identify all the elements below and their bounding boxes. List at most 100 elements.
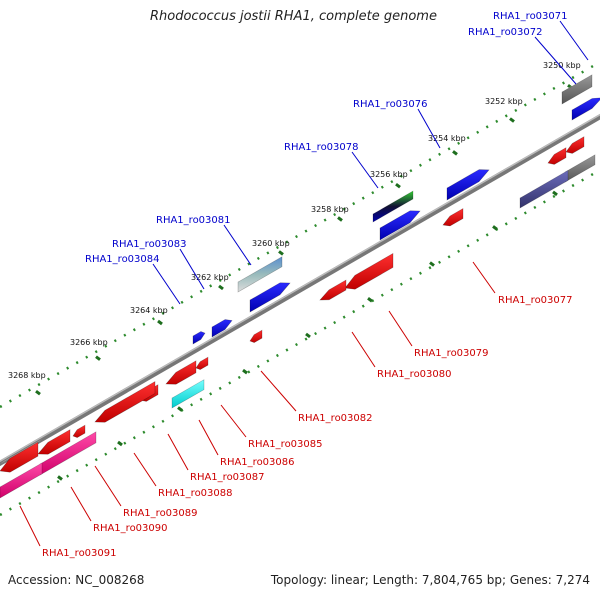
leader-line — [167, 433, 189, 471]
leader-line — [19, 505, 41, 547]
major-tick — [117, 440, 123, 447]
leader-line — [388, 310, 413, 347]
gene-arrow-reverse — [344, 250, 397, 290]
leader-line — [534, 36, 577, 85]
gene-label-reverse: RHA1_ro03085 — [248, 439, 323, 450]
gene-arrow-forward — [192, 328, 206, 345]
gene-arrow-reverse — [547, 144, 570, 165]
ruler-label: 3260 kbp — [252, 239, 290, 248]
gene-label-forward: RHA1_ro03078 — [284, 142, 359, 153]
major-tick — [305, 332, 311, 339]
scale-ticks — [35, 84, 573, 481]
ruler-label: 3268 kbp — [8, 371, 46, 380]
ruler-label: 3266 kbp — [70, 338, 108, 347]
major-tick — [35, 389, 41, 396]
gene-arrow-reverse — [565, 133, 588, 154]
major-tick — [509, 117, 515, 123]
major-tick — [157, 319, 163, 326]
topology-text: Topology: linear; Length: 7,804,765 bp; … — [270, 573, 590, 587]
major-tick — [57, 475, 63, 481]
ruler-labels: 3250 kbp 3252 kbp 3254 kbp 3256 kbp 3258 kbp… — [8, 61, 581, 380]
leader-line — [94, 465, 122, 507]
major-tick — [242, 368, 248, 375]
leader-line — [70, 486, 92, 522]
major-tick — [218, 284, 224, 291]
leader-line — [152, 263, 181, 305]
major-tick — [452, 150, 458, 156]
gene-label-forward: RHA1_ro03084 — [85, 254, 160, 265]
gene-label-reverse: RHA1_ro03086 — [220, 457, 295, 468]
accession-text: Accession: NC_008268 — [8, 573, 145, 587]
gene-label-reverse: RHA1_ro03077 — [498, 295, 573, 306]
ruler-label: 3254 kbp — [428, 134, 466, 143]
ruler-label: 3262 kbp — [191, 273, 229, 282]
gene-label-reverse: RHA1_ro03088 — [158, 488, 233, 499]
gene-arrow-forward — [211, 316, 233, 338]
forward-gene-labels: RHA1_ro03071RHA1_ro03072RHA1_ro03076RHA1… — [85, 11, 568, 265]
gene-label-reverse: RHA1_ro03082 — [298, 413, 373, 424]
leader-line — [472, 261, 496, 294]
gene-label-leaders — [19, 20, 589, 547]
major-tick — [395, 182, 401, 189]
scale-track-top — [0, 60, 600, 409]
genome-title: Rhodococcus jostii RHA1, complete genome — [150, 9, 437, 24]
gene-block-rna — [372, 188, 417, 223]
leader-line — [417, 108, 441, 149]
major-tick — [492, 225, 498, 231]
gene-arrow-forward — [571, 95, 600, 121]
gene-label-reverse: RHA1_ro03079 — [414, 348, 489, 359]
ruler-label: 3256 kbp — [370, 170, 408, 179]
gene-label-forward: RHA1_ro03081 — [156, 215, 231, 226]
genome-backbone — [0, 113, 600, 467]
leader-line — [220, 404, 247, 438]
gene-arrow-reverse — [37, 426, 74, 455]
major-tick — [95, 355, 101, 361]
gene-arrow-reverse — [165, 357, 200, 385]
gene-label-reverse: RHA1_ro03091 — [42, 548, 117, 559]
major-tick — [552, 190, 558, 197]
gene-block-misc — [171, 376, 208, 409]
gene-label-forward: RHA1_ro03083 — [112, 239, 187, 250]
gene-arrow-reverse — [94, 378, 159, 423]
gene-block-pseudo — [564, 151, 599, 183]
major-tick — [367, 297, 373, 303]
gene-label-forward: RHA1_ro03076 — [353, 99, 428, 110]
gene-features — [0, 71, 600, 499]
gene-arrow-reverse — [72, 422, 89, 438]
gene-block-misc — [237, 253, 286, 293]
gene-label-reverse: RHA1_ro03090 — [93, 523, 168, 534]
ruler-label: 3258 kbp — [311, 205, 349, 214]
leader-line — [351, 331, 376, 368]
ruler-label: 3252 kbp — [485, 97, 523, 106]
gene-block-misc — [0, 459, 46, 499]
gene-arrow-reverse — [319, 277, 350, 301]
gene-label-reverse: RHA1_ro03080 — [377, 369, 452, 380]
gene-label-reverse: RHA1_ro03087 — [190, 472, 265, 483]
gene-arrow-forward — [446, 166, 490, 201]
gene-arrow-forward — [249, 279, 291, 313]
leader-line — [351, 151, 379, 189]
gene-arrow-reverse — [442, 205, 467, 227]
gene-arrow-reverse — [0, 439, 42, 473]
reverse-gene-labels: RHA1_ro03077RHA1_ro03079RHA1_ro03080RHA1… — [42, 295, 573, 559]
major-tick — [278, 250, 284, 256]
gene-arrow-forward — [379, 207, 421, 241]
genome-backbone-highlight — [0, 113, 600, 463]
ruler-label: 3250 kbp — [543, 61, 581, 70]
gene-block-pseudo — [561, 71, 596, 105]
ruler-label: 3264 kbp — [130, 306, 168, 315]
major-tick — [177, 406, 183, 412]
major-tick — [337, 216, 343, 222]
leader-line — [179, 248, 205, 290]
leader-line — [198, 419, 219, 456]
leader-line — [133, 452, 157, 487]
leader-line — [223, 224, 252, 266]
gene-label-reverse: RHA1_ro03089 — [123, 508, 198, 519]
gene-label-forward: RHA1_ro03071 — [493, 11, 568, 22]
gene-arrow-reverse — [195, 354, 212, 370]
leader-line — [559, 20, 589, 61]
leader-line — [260, 370, 297, 412]
gene-block-misc — [519, 167, 572, 209]
gene-label-forward: RHA1_ro03072 — [468, 27, 543, 38]
